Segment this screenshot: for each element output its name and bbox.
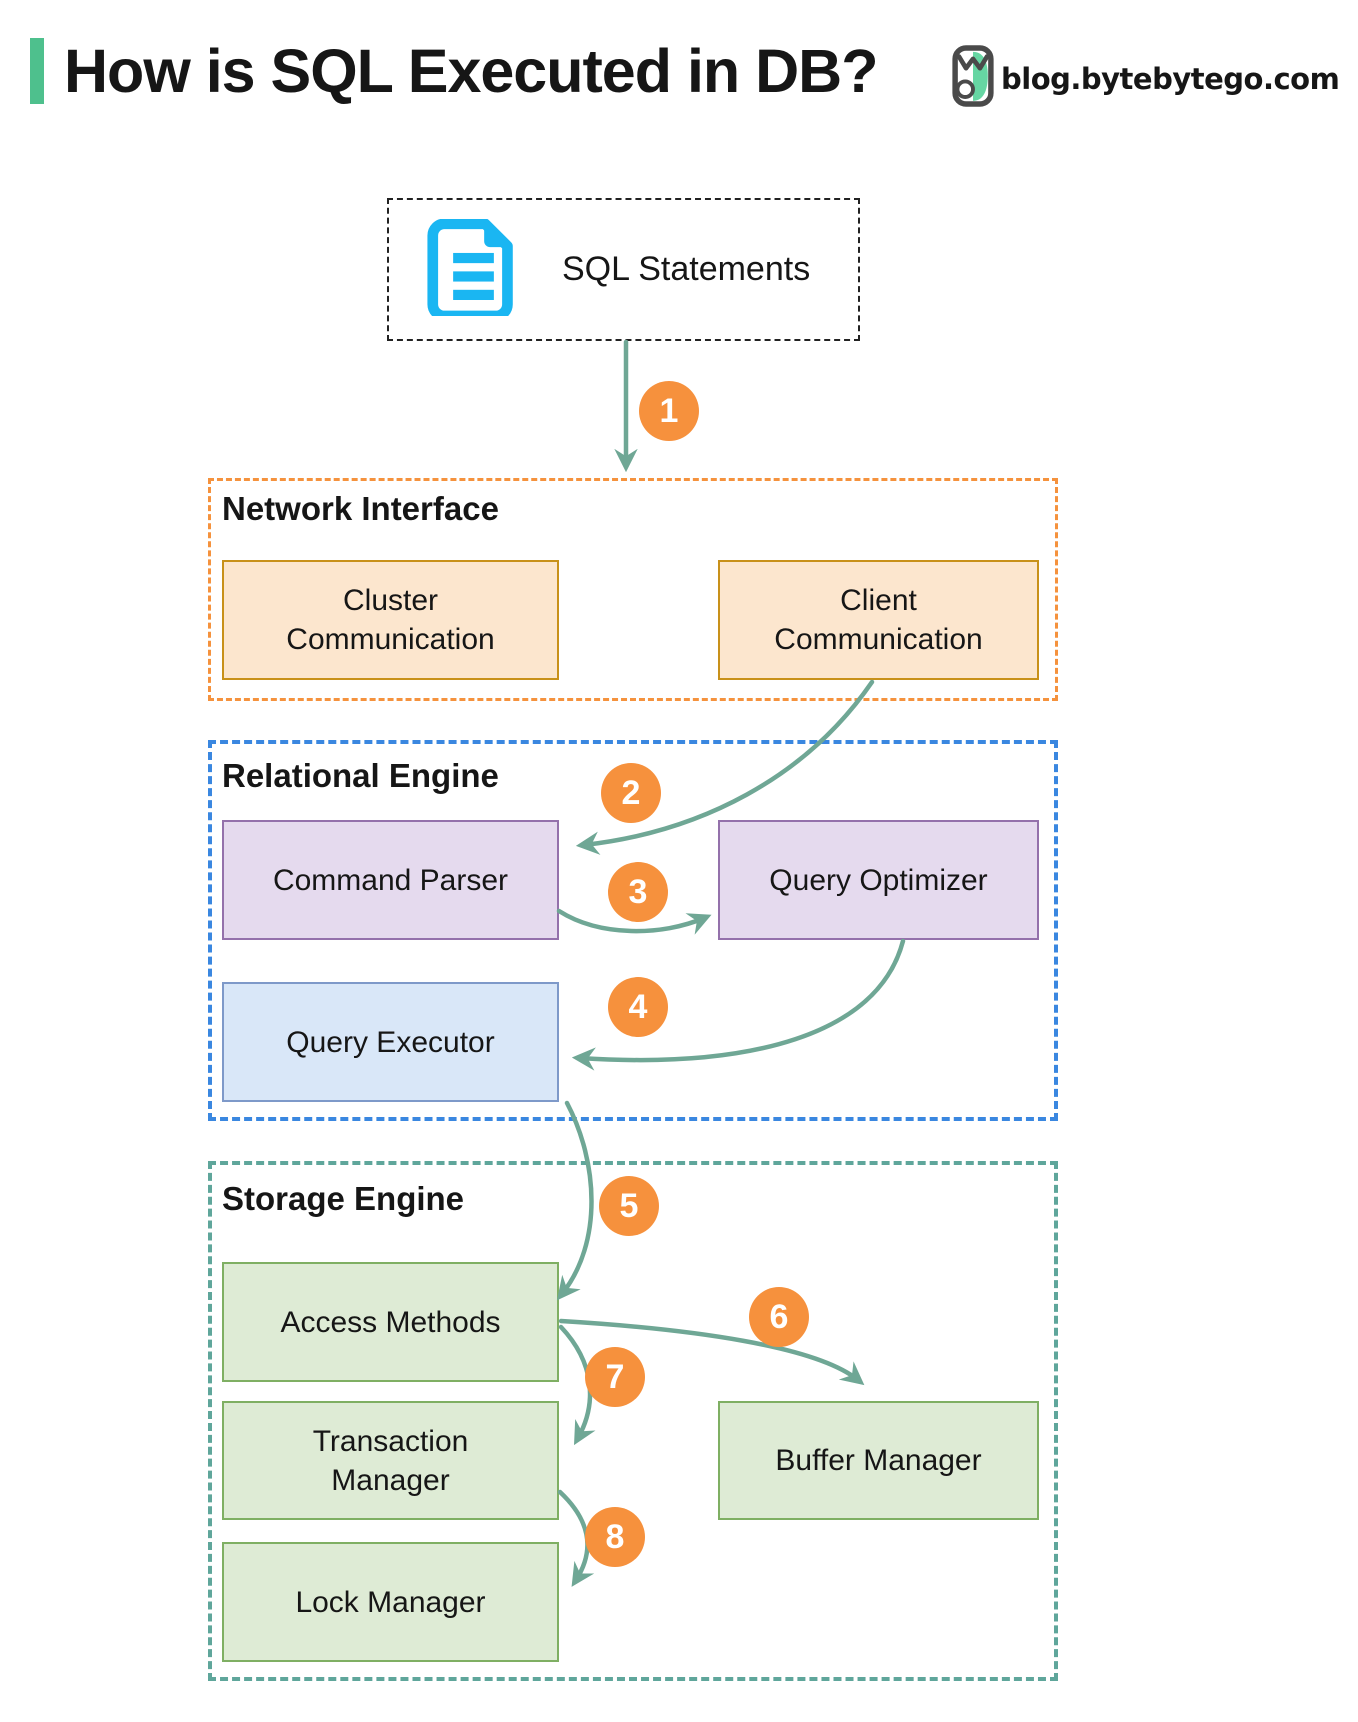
step-badge-5: 5 (599, 1176, 659, 1236)
node-label: Client Communication (774, 584, 983, 656)
header: How is SQL Executed in DB? (30, 36, 878, 106)
sql-statements-label: SQL Statements (562, 250, 811, 288)
step-badge-7: 7 (585, 1347, 645, 1407)
step-badge-4: 4 (608, 977, 668, 1037)
node-lock-manager: Lock Manager (222, 1542, 559, 1662)
node-transaction-manager: Transaction Manager (222, 1401, 559, 1520)
node-label: Transaction Manager (312, 1424, 469, 1497)
node-cluster-communication: Cluster Communication (222, 560, 559, 680)
storage-engine-title: Storage Engine (222, 1180, 465, 1217)
node-buffer-manager: Buffer Manager (718, 1401, 1039, 1520)
node-label: Query Executor (286, 1025, 495, 1059)
document-icon (425, 218, 522, 321)
step-badge-2: 2 (601, 763, 661, 823)
node-label: Cluster Communication (286, 584, 495, 656)
accent-bar (30, 38, 44, 104)
brand: blog.bytebytego.com (952, 44, 1340, 113)
node-command-parser: Command Parser (222, 820, 559, 940)
step-badge-1: 1 (639, 381, 699, 441)
page-title: How is SQL Executed in DB? (64, 37, 878, 105)
node-label: Access Methods (280, 1305, 501, 1339)
network-interface-title: Network Interface (222, 490, 499, 527)
node-access-methods: Access Methods (222, 1262, 559, 1382)
node-label: Command Parser (272, 863, 509, 897)
node-label: Lock Manager (295, 1585, 486, 1619)
node-client-communication: Client Communication (718, 560, 1039, 680)
bytebytego-logo-icon (952, 44, 994, 113)
node-label: Query Optimizer (769, 863, 988, 897)
step-badge-8: 8 (585, 1507, 645, 1567)
node-query-optimizer: Query Optimizer (718, 820, 1039, 940)
node-query-executor: Query Executor (222, 982, 559, 1102)
sql-statements-box: SQL Statements (387, 198, 860, 341)
brand-url: blog.bytebytego.com (1001, 61, 1340, 96)
storage-engine-section (208, 1161, 1058, 1681)
step-badge-3: 3 (608, 862, 668, 922)
relational-engine-title: Relational Engine (222, 757, 499, 794)
step-badge-6: 6 (749, 1287, 809, 1347)
node-label: Buffer Manager (775, 1444, 982, 1477)
